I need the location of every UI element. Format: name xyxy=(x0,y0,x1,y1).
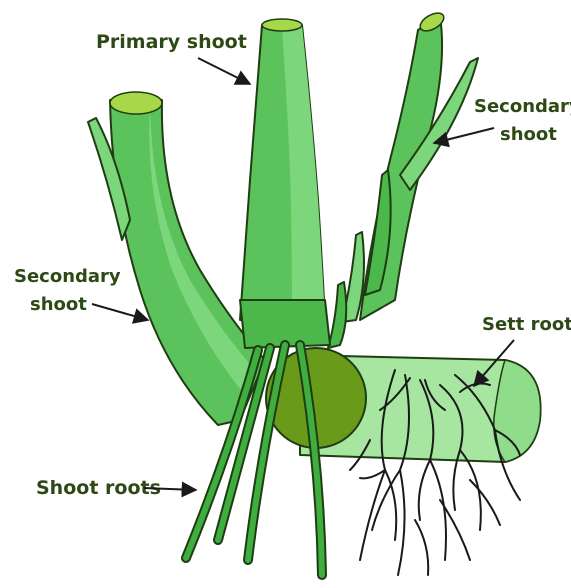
label-secondary-shoot-left-line1: Secondary xyxy=(14,266,121,287)
label-secondary-shoot-right-line2: shoot xyxy=(500,124,557,145)
label-primary-shoot: Primary shoot xyxy=(96,31,247,53)
label-secondary-shoot-left-line2: shoot xyxy=(30,294,87,315)
label-secondary-shoot-right-line1: Secondary xyxy=(474,96,571,117)
label-shoot-roots: Shoot roots xyxy=(36,477,161,499)
secondary-shoot-right xyxy=(328,9,478,348)
primary-shoot xyxy=(240,19,330,348)
arrow-primary-shoot xyxy=(198,58,250,84)
secondary-shoot-left xyxy=(88,92,265,425)
label-sett-root: Sett root xyxy=(482,314,571,335)
arrow-secondary-shoot-left xyxy=(92,304,148,320)
